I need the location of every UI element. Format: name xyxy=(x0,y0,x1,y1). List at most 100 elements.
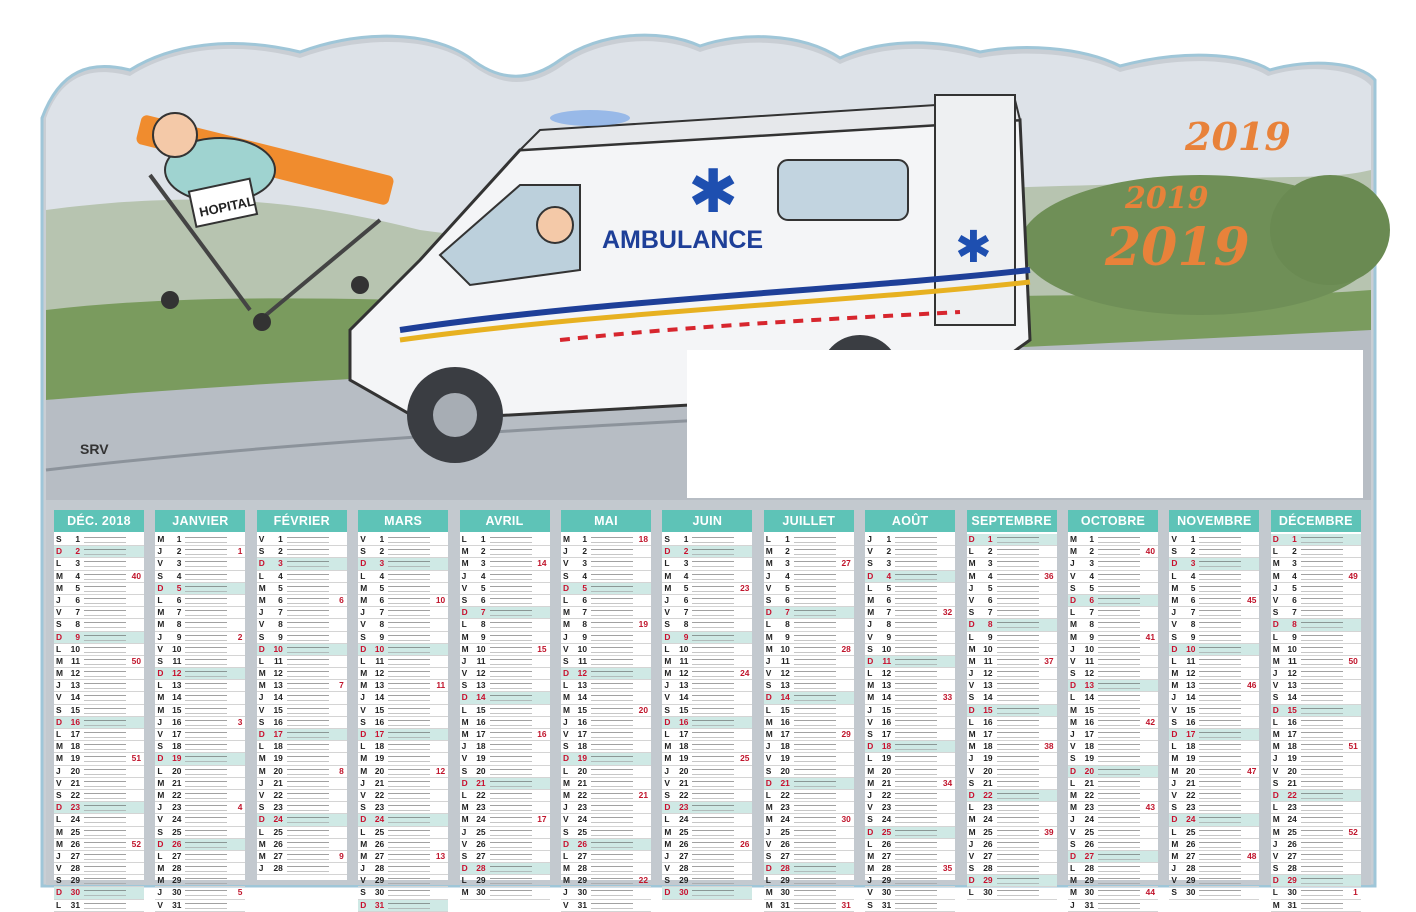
day-number: 27 xyxy=(1186,850,1196,861)
weekday-letter: D xyxy=(765,863,772,874)
weekday-letter: M xyxy=(56,668,63,679)
weekday-letter: J xyxy=(867,875,872,886)
day-number: 19 xyxy=(881,753,892,764)
weekday-letter: D xyxy=(360,729,367,739)
saint-name-line xyxy=(1098,658,1140,665)
weekday-letter: J xyxy=(563,887,568,898)
day-number: 29 xyxy=(1186,875,1196,886)
saint-name-line xyxy=(1199,841,1242,848)
day-number: 1 xyxy=(1089,534,1094,544)
weekday-letter: J xyxy=(56,850,61,861)
day-number: 27 xyxy=(1084,850,1094,861)
saint-name-line xyxy=(793,780,836,787)
day-number: 6 xyxy=(582,594,587,605)
saint-name-line xyxy=(1300,792,1343,799)
day-number: 19 xyxy=(1084,753,1094,764)
weekday-letter: M xyxy=(360,765,368,776)
weekday-letter: J xyxy=(1272,753,1278,764)
weekday-letter: M xyxy=(360,838,368,849)
week-number: 31 xyxy=(841,899,851,910)
weekday-letter: L xyxy=(867,753,873,764)
weekday-letter: S xyxy=(360,716,366,727)
saint-name-line xyxy=(895,780,938,787)
day-number: 12 xyxy=(679,668,689,679)
weekday-letter: J xyxy=(664,850,670,861)
day-number: 4 xyxy=(886,570,892,581)
weekday-letter: D xyxy=(157,582,164,593)
weekday-letter: M xyxy=(1070,704,1077,715)
day-number: 8 xyxy=(987,619,993,630)
day-number: 12 xyxy=(374,668,385,679)
saint-name-line xyxy=(1300,573,1343,580)
saint-name-line xyxy=(185,866,228,873)
day-number: 24 xyxy=(70,814,80,825)
day-number: 25 xyxy=(172,826,182,837)
weekday-letter: S xyxy=(563,741,569,752)
week-number: 5 xyxy=(237,887,243,898)
weekday-letter: M xyxy=(563,875,570,886)
weekday-letter: M xyxy=(56,753,63,764)
weekday-letter: M xyxy=(157,619,165,630)
saint-name-line xyxy=(591,780,633,787)
saint-name-line xyxy=(388,866,431,873)
weekday-letter: S xyxy=(563,655,569,666)
weekday-letter: D xyxy=(968,534,975,544)
saint-name-line xyxy=(996,744,1039,751)
saint-name-line xyxy=(1199,890,1242,897)
weekday-letter: D xyxy=(56,802,63,813)
saint-name-line xyxy=(388,805,431,812)
day-number: 19 xyxy=(374,753,385,764)
day-number: 8 xyxy=(1190,619,1196,630)
weekday-letter: S xyxy=(867,643,873,654)
day-number: 3 xyxy=(480,558,486,569)
saint-name-line xyxy=(895,744,938,751)
day-number: 18 xyxy=(577,741,587,752)
weekday-letter: J xyxy=(1070,558,1075,569)
saint-name-line xyxy=(996,866,1039,873)
day-number: 18 xyxy=(780,741,790,752)
weekday-letter: J xyxy=(765,570,771,581)
weekday-letter: V xyxy=(664,692,670,703)
weekday-letter: M xyxy=(157,789,165,800)
day-number: 29 xyxy=(679,875,689,886)
weekday-letter: D xyxy=(461,863,468,874)
weekday-letter: D xyxy=(56,631,63,642)
weekday-letter: D xyxy=(461,777,468,788)
saint-name-line xyxy=(388,890,431,897)
weekday-letter: D xyxy=(461,692,468,703)
month-header: MAI xyxy=(561,510,651,532)
saint-name-line xyxy=(895,768,938,775)
day-number: 25 xyxy=(1186,826,1196,837)
day-number: 7 xyxy=(683,607,689,618)
day-number: 16 xyxy=(881,716,892,727)
day-number: 30 xyxy=(1084,887,1094,898)
day-number: 5 xyxy=(886,582,892,593)
weekday-letter: V xyxy=(258,619,265,630)
saint-name-line xyxy=(1098,853,1140,860)
day-number: 25 xyxy=(1287,826,1297,837)
day-number: 12 xyxy=(172,668,182,679)
